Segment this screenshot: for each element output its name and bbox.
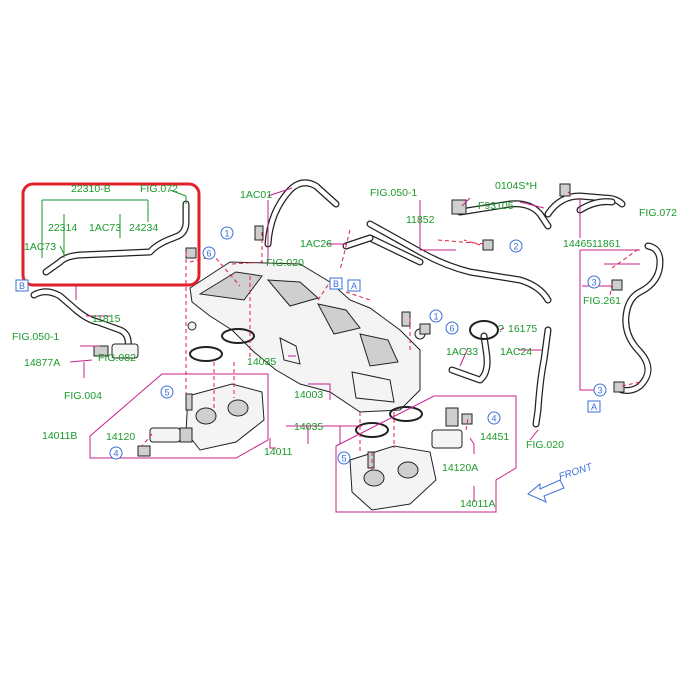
marker-b-left: B: [19, 281, 25, 291]
label-14877a: 14877A: [24, 357, 60, 369]
marker-3-lower: 3: [598, 386, 603, 396]
label-11815: 11815: [92, 313, 121, 325]
front-arrow: FRONT: [527, 461, 595, 503]
clamp-14877a: [93, 345, 109, 357]
marker-a-right: A: [591, 402, 597, 412]
sensor-14120a: [431, 429, 463, 449]
label-14003: 14003: [294, 389, 323, 401]
label-14011b: 14011B: [42, 430, 77, 442]
marker-4-right: 4: [492, 414, 497, 424]
label-14011: 14011: [264, 446, 293, 458]
label-14011a: 14011A: [460, 498, 495, 510]
ring-16175: [469, 320, 499, 340]
highlight-frame: [21, 182, 201, 287]
label-11852: 11852: [406, 214, 435, 226]
label-14035-a: 14035: [247, 356, 276, 368]
marker-1-mid: 1: [434, 312, 439, 322]
marker-a-center: A: [351, 281, 357, 291]
label-fig050-left: FIG.050-1: [12, 331, 59, 343]
label-fig050-right: FIG.050-1: [370, 187, 417, 199]
label-fig020-bottom: FIG.020: [526, 439, 564, 451]
label-1ac73-b: 1AC73: [24, 241, 56, 253]
label-1ac26: 1AC26: [300, 238, 332, 250]
hose-group: [30, 179, 664, 428]
marker-b-center: B: [333, 279, 339, 289]
marker-5-right: 5: [342, 454, 347, 464]
label-14120: 14120: [106, 431, 135, 443]
leader-lines: [41, 187, 640, 513]
label-fig004: FIG.004: [64, 390, 102, 402]
group-outline-14011b: [89, 373, 269, 459]
label-22314: 22314: [48, 222, 77, 234]
label-fig020-top: FIG.020: [266, 257, 304, 269]
label-14465: 14465: [563, 238, 592, 250]
label-24234: 24234: [129, 222, 158, 234]
label-1ac24: 1AC24: [500, 346, 532, 358]
front-label: FRONT: [558, 461, 595, 482]
label-fig072-top: FIG.072: [140, 183, 178, 195]
marker-1-top: 1: [225, 229, 230, 239]
marker-6-top: 6: [207, 249, 212, 259]
label-14120a: 14120A: [442, 462, 478, 474]
label-1ac73-a: 1AC73: [89, 222, 121, 234]
pipe-11852: [366, 220, 552, 304]
bolts: [137, 183, 625, 469]
group-outline-14011a: [335, 395, 517, 513]
marker-6-mid: 6: [450, 324, 455, 334]
hose-22310b: [42, 200, 190, 276]
labels: 22310-B FIG.072 22314 1AC73 24234 1AC73 …: [12, 180, 677, 510]
runner-14011b: [149, 383, 265, 451]
label-0104sh: 0104S*H: [495, 180, 537, 192]
letter-markers: B B A A: [15, 277, 601, 413]
label-1ac01: 1AC01: [240, 189, 272, 201]
sensor-14120: [149, 427, 181, 443]
label-22310b: 22310-B: [71, 183, 111, 195]
marker-3-upper: 3: [592, 278, 597, 288]
marker-4-left: 4: [114, 449, 119, 459]
label-fig072-right: FIG.072: [639, 207, 677, 219]
label-f93105: F93105: [478, 200, 514, 212]
gaskets-14035: [189, 328, 423, 438]
label-14451: 14451: [480, 431, 509, 443]
label-16175: 16175: [508, 323, 537, 335]
marker-question: ?: [498, 323, 504, 335]
number-markers: 1 1 2 3 3 4 4 5 5 6 6 ?: [109, 226, 607, 465]
marker-2: 2: [514, 242, 519, 252]
label-fig261: FIG.261: [583, 295, 621, 307]
label-fig082: FIG.082: [98, 352, 136, 364]
intake-manifold-14003: [187, 261, 426, 413]
marker-5-left: 5: [165, 388, 170, 398]
label-11861: 11861: [592, 238, 621, 250]
label-1ac33: 1AC33: [446, 346, 478, 358]
label-14035-b: 14035: [294, 421, 323, 433]
